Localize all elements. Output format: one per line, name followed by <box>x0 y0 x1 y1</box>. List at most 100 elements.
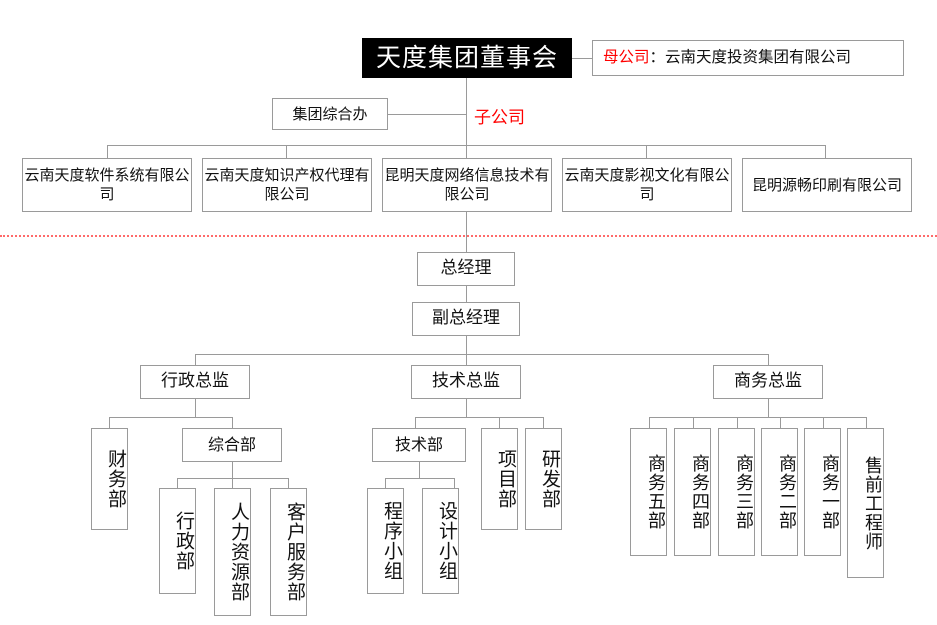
tech-drop-tech-dept <box>415 417 416 428</box>
dept-node-presales-engineer[interactable]: 售前工程师 <box>847 428 884 578</box>
dept-node-business-4[interactable]: 商务四部 <box>674 428 711 556</box>
connector-group-office-to-spine <box>388 114 466 115</box>
subsidiary-drop-2 <box>286 145 287 158</box>
subsidiary-node-5[interactable]: 昆明源畅印刷有限公司 <box>742 158 912 212</box>
subdept-label-human-resources: 人力资源部 <box>228 502 250 602</box>
subsidiary-drop-3 <box>466 145 467 158</box>
admin-bus <box>109 417 232 418</box>
section-divider <box>0 235 937 237</box>
group-office-label: 集团综合办 <box>292 104 368 123</box>
director-drop-business <box>768 354 769 365</box>
parent-company-note[interactable]: 母公司：云南天度投资集团有限公司 <box>592 40 904 76</box>
dept-node-rnd[interactable]: 研发部 <box>525 428 562 530</box>
team-node-programming[interactable]: 程序小组 <box>367 488 404 594</box>
directors-bus <box>195 354 768 355</box>
tech-drop-rnd <box>543 417 544 428</box>
dept-node-finance[interactable]: 财务部 <box>91 428 128 530</box>
subsidiary-node-1[interactable]: 云南天度软件系统有限公司 <box>22 158 192 212</box>
dept-label-technology: 技术部 <box>394 435 443 454</box>
dept-node-technology[interactable]: 技术部 <box>372 428 466 462</box>
general-manager-label: 总经理 <box>440 258 492 279</box>
team-label-programming: 程序小组 <box>381 501 403 581</box>
connector-board-spine <box>466 78 467 145</box>
connector-business-director-down <box>768 399 769 417</box>
subdept-node-human-resources[interactable]: 人力资源部 <box>214 488 251 616</box>
subsidiary-label-5: 昆明源畅印刷有限公司 <box>751 175 902 194</box>
subsidiary-node-2[interactable]: 云南天度知识产权代理有限公司 <box>202 158 372 212</box>
team-label-design: 设计小组 <box>436 501 458 581</box>
connector-general-affairs-down <box>232 462 233 478</box>
connector-tech-director-down <box>466 399 467 417</box>
subsidiary-node-3[interactable]: 昆明天度网络信息技术有限公司 <box>382 158 552 212</box>
subsidiary-drop-1 <box>107 145 108 158</box>
dept-label-general-affairs: 综合部 <box>207 435 256 454</box>
director-node-tech[interactable]: 技术总监 <box>411 365 521 399</box>
director-label-tech: 技术总监 <box>432 371 500 392</box>
admin-drop-general-affairs <box>232 417 233 428</box>
board-of-directors-label: 天度集团董事会 <box>375 43 558 73</box>
business-drop-2 <box>693 417 694 428</box>
subdept-label-administration: 行政部 <box>173 511 195 571</box>
parent-company-separator: ： <box>649 48 666 67</box>
subdept-label-customer-service: 客户服务部 <box>284 502 306 602</box>
admin-drop-finance <box>109 417 110 428</box>
director-drop-tech <box>466 354 467 365</box>
subsidiary-label-2: 云南天度知识产权代理有限公司 <box>204 166 370 203</box>
connector-dgm-to-directors-bus <box>466 336 467 354</box>
dept-label-business-5: 商务五部 <box>645 454 666 530</box>
dept-node-general-affairs[interactable]: 综合部 <box>182 428 282 462</box>
subsidiary-label-1: 云南天度软件系统有限公司 <box>24 166 190 203</box>
deputy-general-manager-label: 副总经理 <box>432 308 500 329</box>
dept-node-project[interactable]: 项目部 <box>481 428 518 530</box>
business-drop-1 <box>649 417 650 428</box>
tech-drop-project <box>499 417 500 428</box>
connector-gm-to-dgm <box>466 286 467 302</box>
technology-bus <box>385 478 454 479</box>
deputy-general-manager-node[interactable]: 副总经理 <box>412 302 520 336</box>
dept-label-rnd: 研发部 <box>539 449 561 509</box>
general-affairs-drop-3 <box>288 478 289 488</box>
subsidiary-label-3: 昆明天度网络信息技术有限公司 <box>384 166 550 203</box>
business-drop-3 <box>737 417 738 428</box>
general-manager-node[interactable]: 总经理 <box>417 252 515 286</box>
dept-label-finance: 财务部 <box>105 449 127 509</box>
dept-label-project: 项目部 <box>495 449 517 509</box>
parent-company-name: 云南天度投资集团有限公司 <box>665 48 852 67</box>
business-drop-5 <box>823 417 824 428</box>
connector-technology-down <box>419 462 420 478</box>
subsidiary-tag: 子公司 <box>474 103 525 128</box>
subsidiary-node-4[interactable]: 云南天度影视文化有限公司 <box>562 158 732 212</box>
general-affairs-drop-1 <box>177 478 178 488</box>
dept-label-business-3: 商务三部 <box>733 454 754 530</box>
director-label-business: 商务总监 <box>734 371 802 392</box>
dept-node-business-3[interactable]: 商务三部 <box>718 428 755 556</box>
dept-label-presales-engineer: 售前工程师 <box>862 455 883 551</box>
dept-node-business-5[interactable]: 商务五部 <box>630 428 667 556</box>
subsidiary-drop-5 <box>825 145 826 158</box>
tech-bus <box>415 417 543 418</box>
business-drop-6 <box>866 417 867 428</box>
connector-board-to-parent-company <box>572 58 592 59</box>
technology-drop-1 <box>385 478 386 488</box>
board-of-directors-node[interactable]: 天度集团董事会 <box>362 38 572 78</box>
technology-drop-2 <box>454 478 455 488</box>
business-bus <box>649 417 866 418</box>
director-node-admin[interactable]: 行政总监 <box>140 365 250 399</box>
dept-label-business-2: 商务二部 <box>776 454 797 530</box>
subsidiary-drop-4 <box>646 145 647 158</box>
director-drop-admin <box>195 354 196 365</box>
dept-label-business-1: 商务一部 <box>819 454 840 530</box>
group-office-node[interactable]: 集团综合办 <box>272 98 388 130</box>
connector-admin-director-down <box>195 399 196 417</box>
general-affairs-drop-2 <box>232 478 233 488</box>
director-node-business[interactable]: 商务总监 <box>713 365 823 399</box>
parent-company-tag: 母公司 <box>603 48 650 67</box>
subdept-node-administration[interactable]: 行政部 <box>159 488 196 594</box>
subsidiary-label-4: 云南天度影视文化有限公司 <box>564 166 730 203</box>
dept-node-business-1[interactable]: 商务一部 <box>804 428 841 556</box>
connector-subsidiary-to-general-manager <box>466 212 467 252</box>
dept-node-business-2[interactable]: 商务二部 <box>761 428 798 556</box>
subdept-node-customer-service[interactable]: 客户服务部 <box>270 488 307 616</box>
team-node-design[interactable]: 设计小组 <box>422 488 459 594</box>
